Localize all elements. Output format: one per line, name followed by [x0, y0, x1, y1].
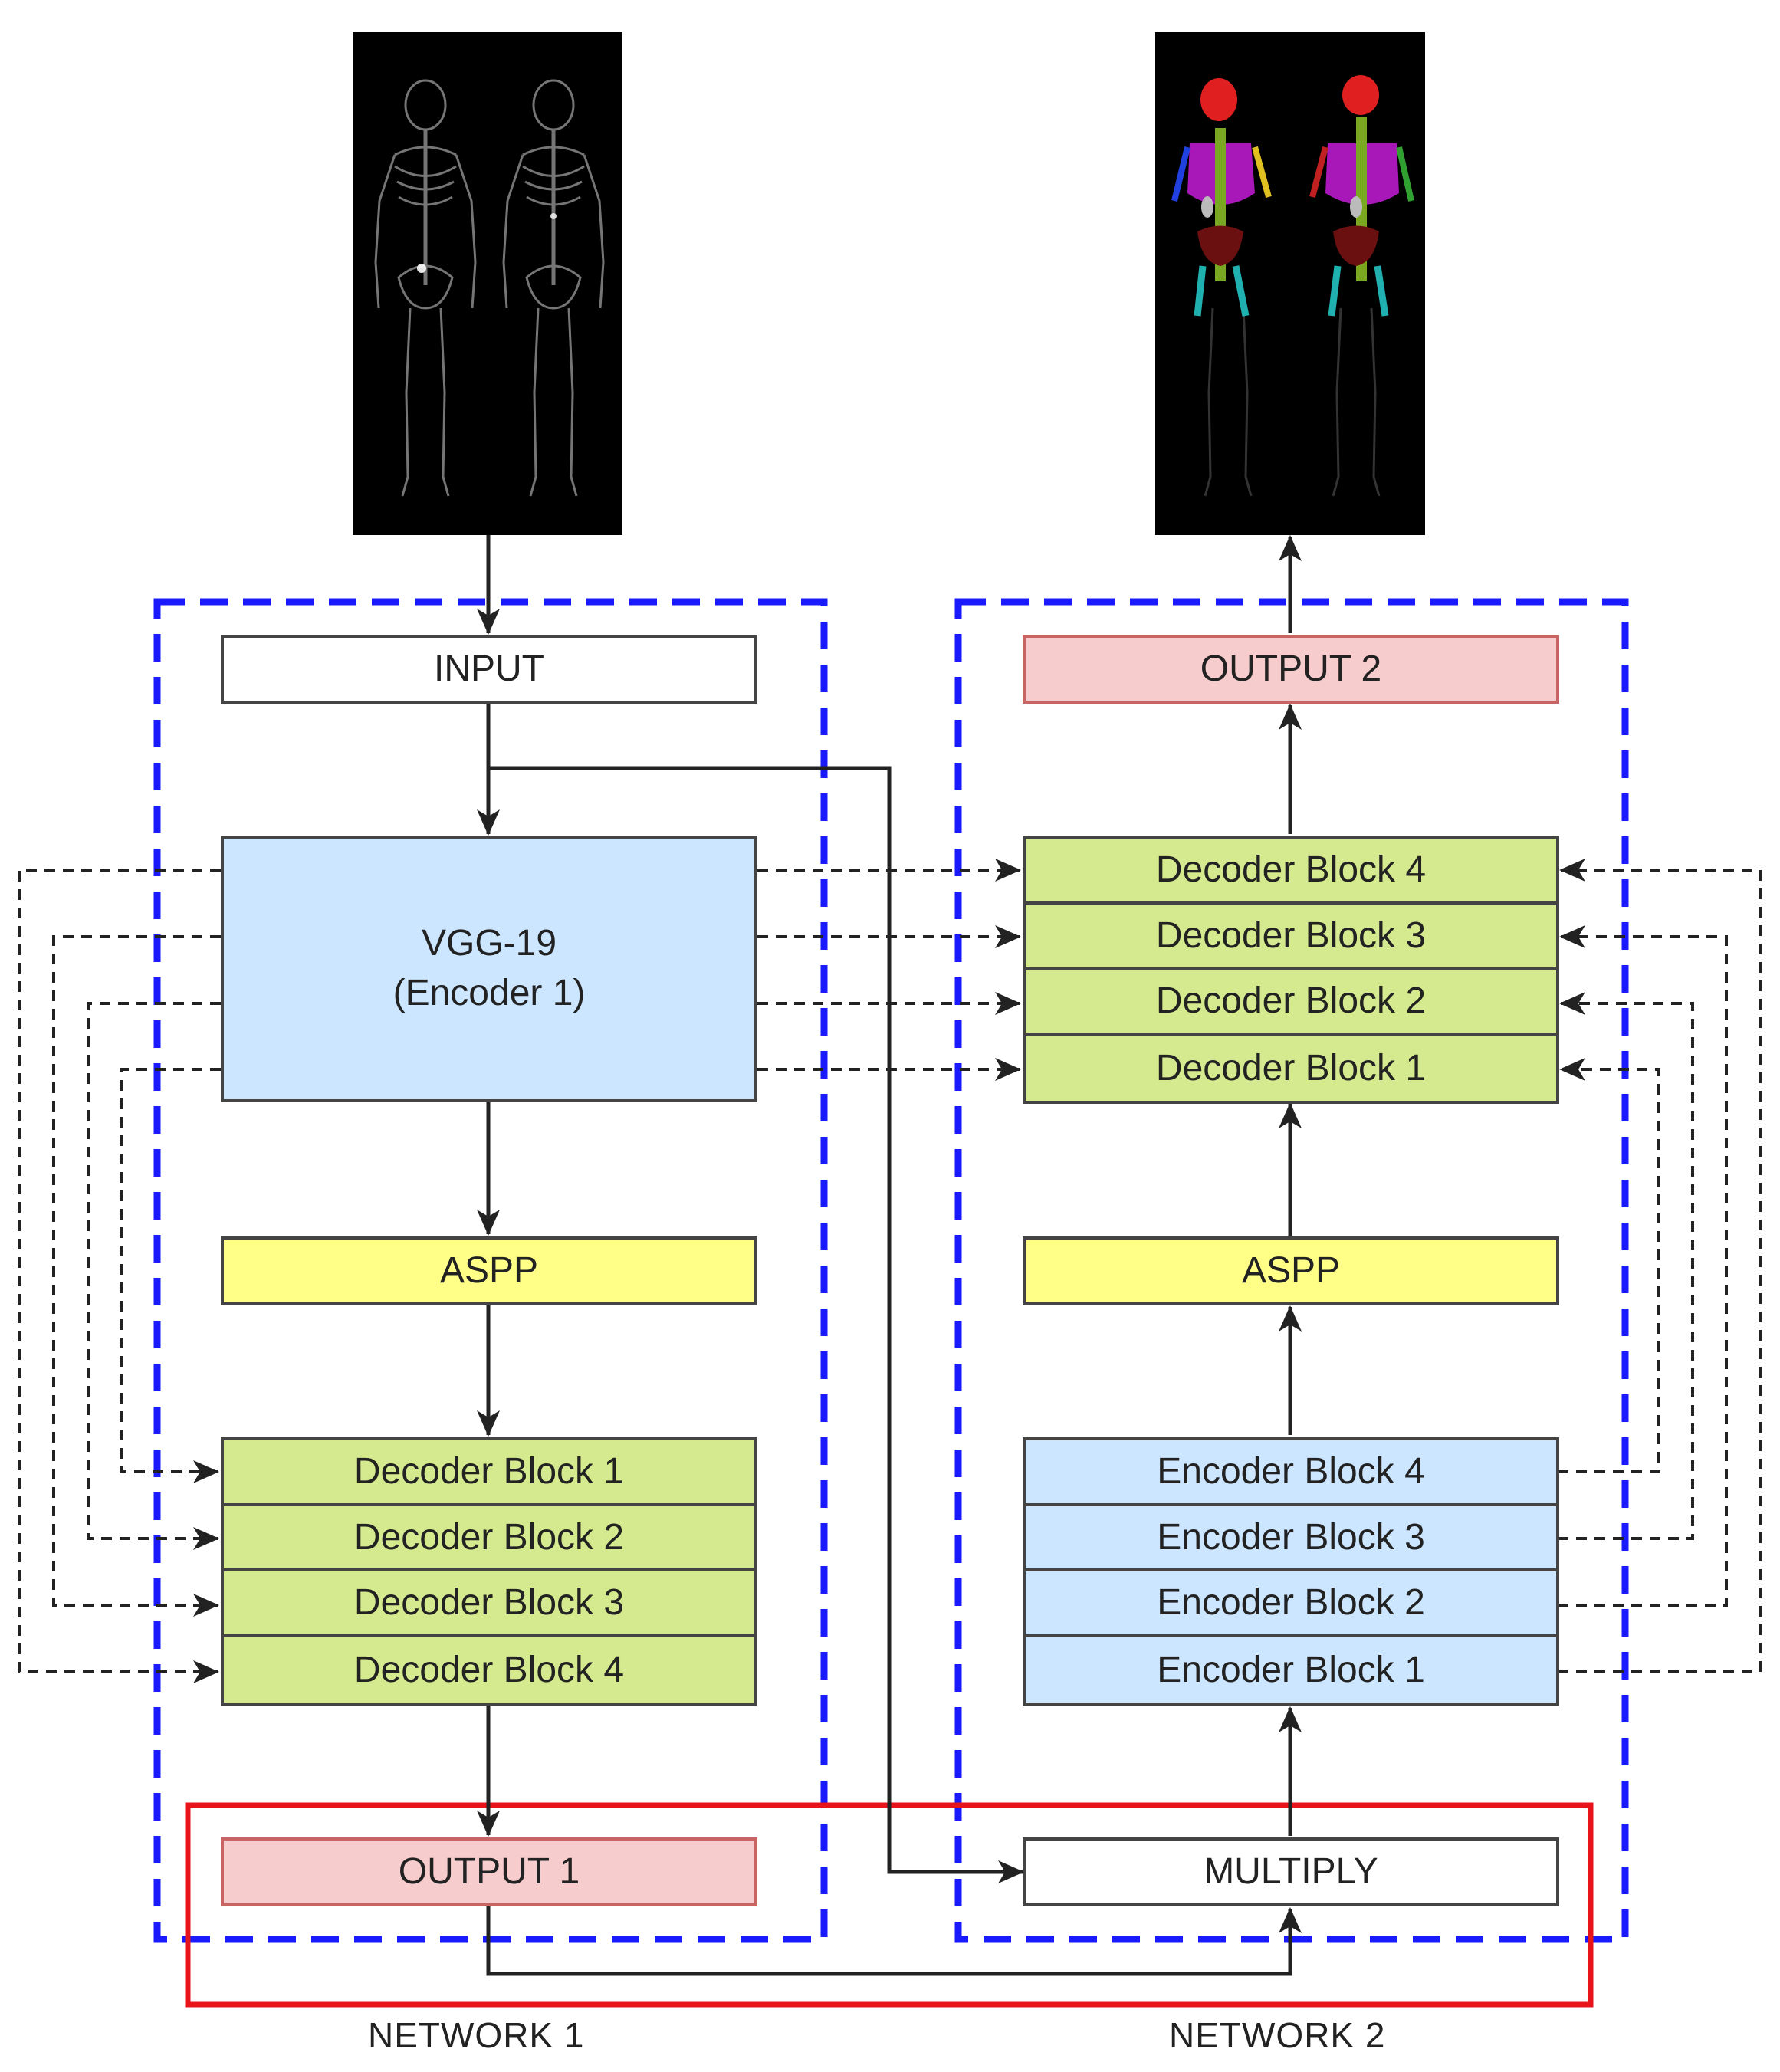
network1-decoder-block: Decoder Block 2	[224, 1506, 754, 1571]
network2-encoder-stack: Encoder Block 4 Encoder Block 3 Encoder …	[1023, 1437, 1559, 1706]
network1-aspp-label: ASPP	[439, 1249, 539, 1291]
network2-decoder-block: Decoder Block 3	[1026, 905, 1556, 970]
network1-aspp-box: ASPP	[221, 1236, 757, 1305]
network2-aspp-box: ASPP	[1023, 1236, 1559, 1305]
network2-decoder-stack: Decoder Block 4 Decoder Block 3 Decoder …	[1023, 836, 1559, 1104]
network2-encoder-block: Encoder Block 3	[1026, 1506, 1556, 1571]
network2-encoder-block: Encoder Block 2	[1026, 1571, 1556, 1637]
network1-input-label: INPUT	[434, 648, 544, 689]
network2-decoder-block: Decoder Block 2	[1026, 970, 1556, 1036]
arrow-output1-to-multiply	[486, 1906, 1302, 1976]
network2-label: NETWORK 2	[1169, 2015, 1386, 2055]
segmented-skeleton-icon	[1171, 75, 1414, 497]
network1-label: NETWORK 1	[368, 2015, 585, 2055]
segmentation-output-image	[1155, 32, 1425, 535]
vgg19-title: VGG-19	[421, 923, 557, 964]
network1-input-box: INPUT	[221, 635, 757, 704]
skip-n2-encoder1-to-decoder4	[1558, 859, 1762, 1673]
network2-encoder-block: Encoder Block 4	[1026, 1440, 1556, 1506]
arrow-input-to-multiply	[488, 766, 1024, 1883]
network1-decoder-stack: Decoder Block 1 Decoder Block 2 Decoder …	[221, 1437, 757, 1706]
network1-frame	[153, 598, 828, 1943]
output2-label: OUTPUT 2	[1200, 648, 1382, 689]
network2-decoder-block: Decoder Block 4	[1026, 839, 1556, 905]
output2-box: OUTPUT 2	[1023, 635, 1559, 704]
skip-n1-vgg-to-decoder4	[18, 869, 221, 1683]
network2-decoder-block: Decoder Block 1	[1155, 1047, 1427, 1089]
multiply-box: MULTIPLY	[1023, 1837, 1559, 1906]
network1-decoder-block: Decoder Block 1	[224, 1440, 754, 1506]
output1-label: OUTPUT 1	[398, 1850, 580, 1892]
network2-aspp-label: ASPP	[1241, 1249, 1341, 1291]
skip-n2-encoder4-to-decoder1	[1558, 1058, 1660, 1473]
skip-n1-vgg-to-decoder1	[120, 1068, 221, 1483]
vgg19-encoder-box: VGG-19 (Encoder 1)	[221, 836, 757, 1102]
network1-decoder-block: Decoder Block 3	[224, 1571, 754, 1637]
bone-scan-whole-body-icon	[374, 79, 605, 497]
skip-n2-encoder2-to-decoder3	[1558, 925, 1728, 1607]
skip-n2-encoder3-to-decoder2	[1558, 992, 1694, 1540]
bone-scan-input-image	[353, 32, 622, 535]
vgg19-subtitle: (Encoder 1)	[392, 973, 586, 1013]
output1-box: OUTPUT 1	[221, 1837, 757, 1906]
network1-decoder-block: Decoder Block 4	[353, 1649, 625, 1690]
multiply-label: MULTIPLY	[1204, 1850, 1378, 1892]
network2-encoder-block: Encoder Block 1	[1157, 1649, 1425, 1690]
skip-n1-vgg-to-decoder3	[52, 935, 221, 1617]
